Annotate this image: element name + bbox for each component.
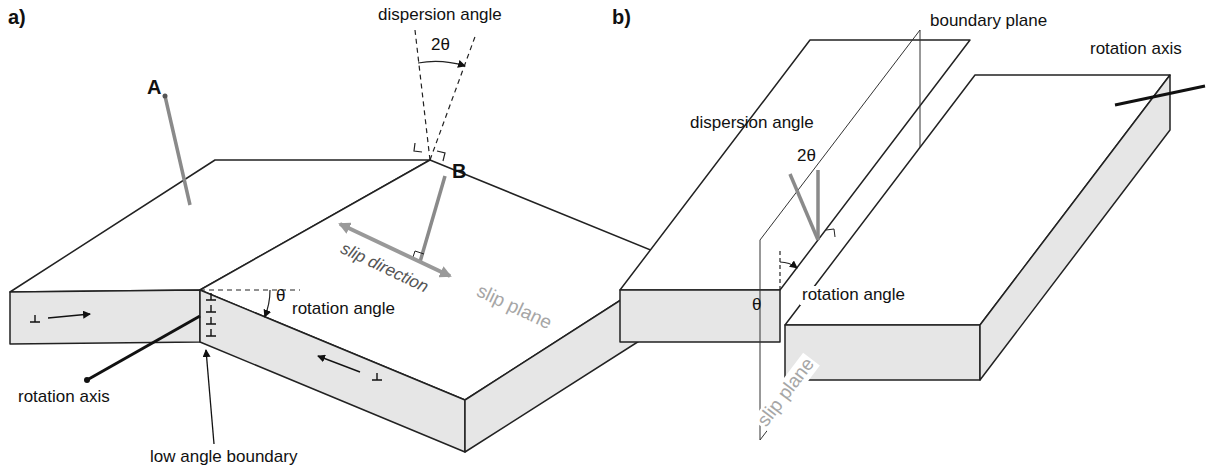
left-slab-front: [10, 290, 200, 344]
rotation-axis-line: [87, 316, 200, 380]
pole-label: B: [452, 160, 466, 182]
axis-label: rotation axis: [1090, 40, 1182, 59]
plane-label: boundary plane: [930, 12, 1047, 31]
angle-symbol: 2θ: [797, 147, 816, 166]
panel-letter: b): [612, 6, 631, 28]
right-block-side: [980, 75, 1170, 380]
axis-label: rotation axis: [18, 388, 110, 407]
pole-label: A: [147, 76, 161, 98]
pole-b: [420, 176, 445, 262]
boundary-label: low angle boundary: [150, 448, 297, 467]
panel-letter: a): [8, 6, 26, 28]
right-slab-front: [200, 290, 465, 452]
angle-label: dispersion angle: [690, 114, 814, 133]
angle-symbol: θ: [752, 296, 761, 315]
angle-symbol: 2θ: [431, 36, 450, 55]
angle-label: rotation angle: [800, 286, 907, 305]
pole-a: [165, 96, 190, 205]
angle-symbol: θ: [276, 287, 285, 306]
rotation-axis-line: [1115, 86, 1205, 105]
angle-label: dispersion angle: [378, 6, 502, 25]
left-block-front: [620, 290, 780, 342]
angle-label: rotation angle: [292, 300, 395, 319]
